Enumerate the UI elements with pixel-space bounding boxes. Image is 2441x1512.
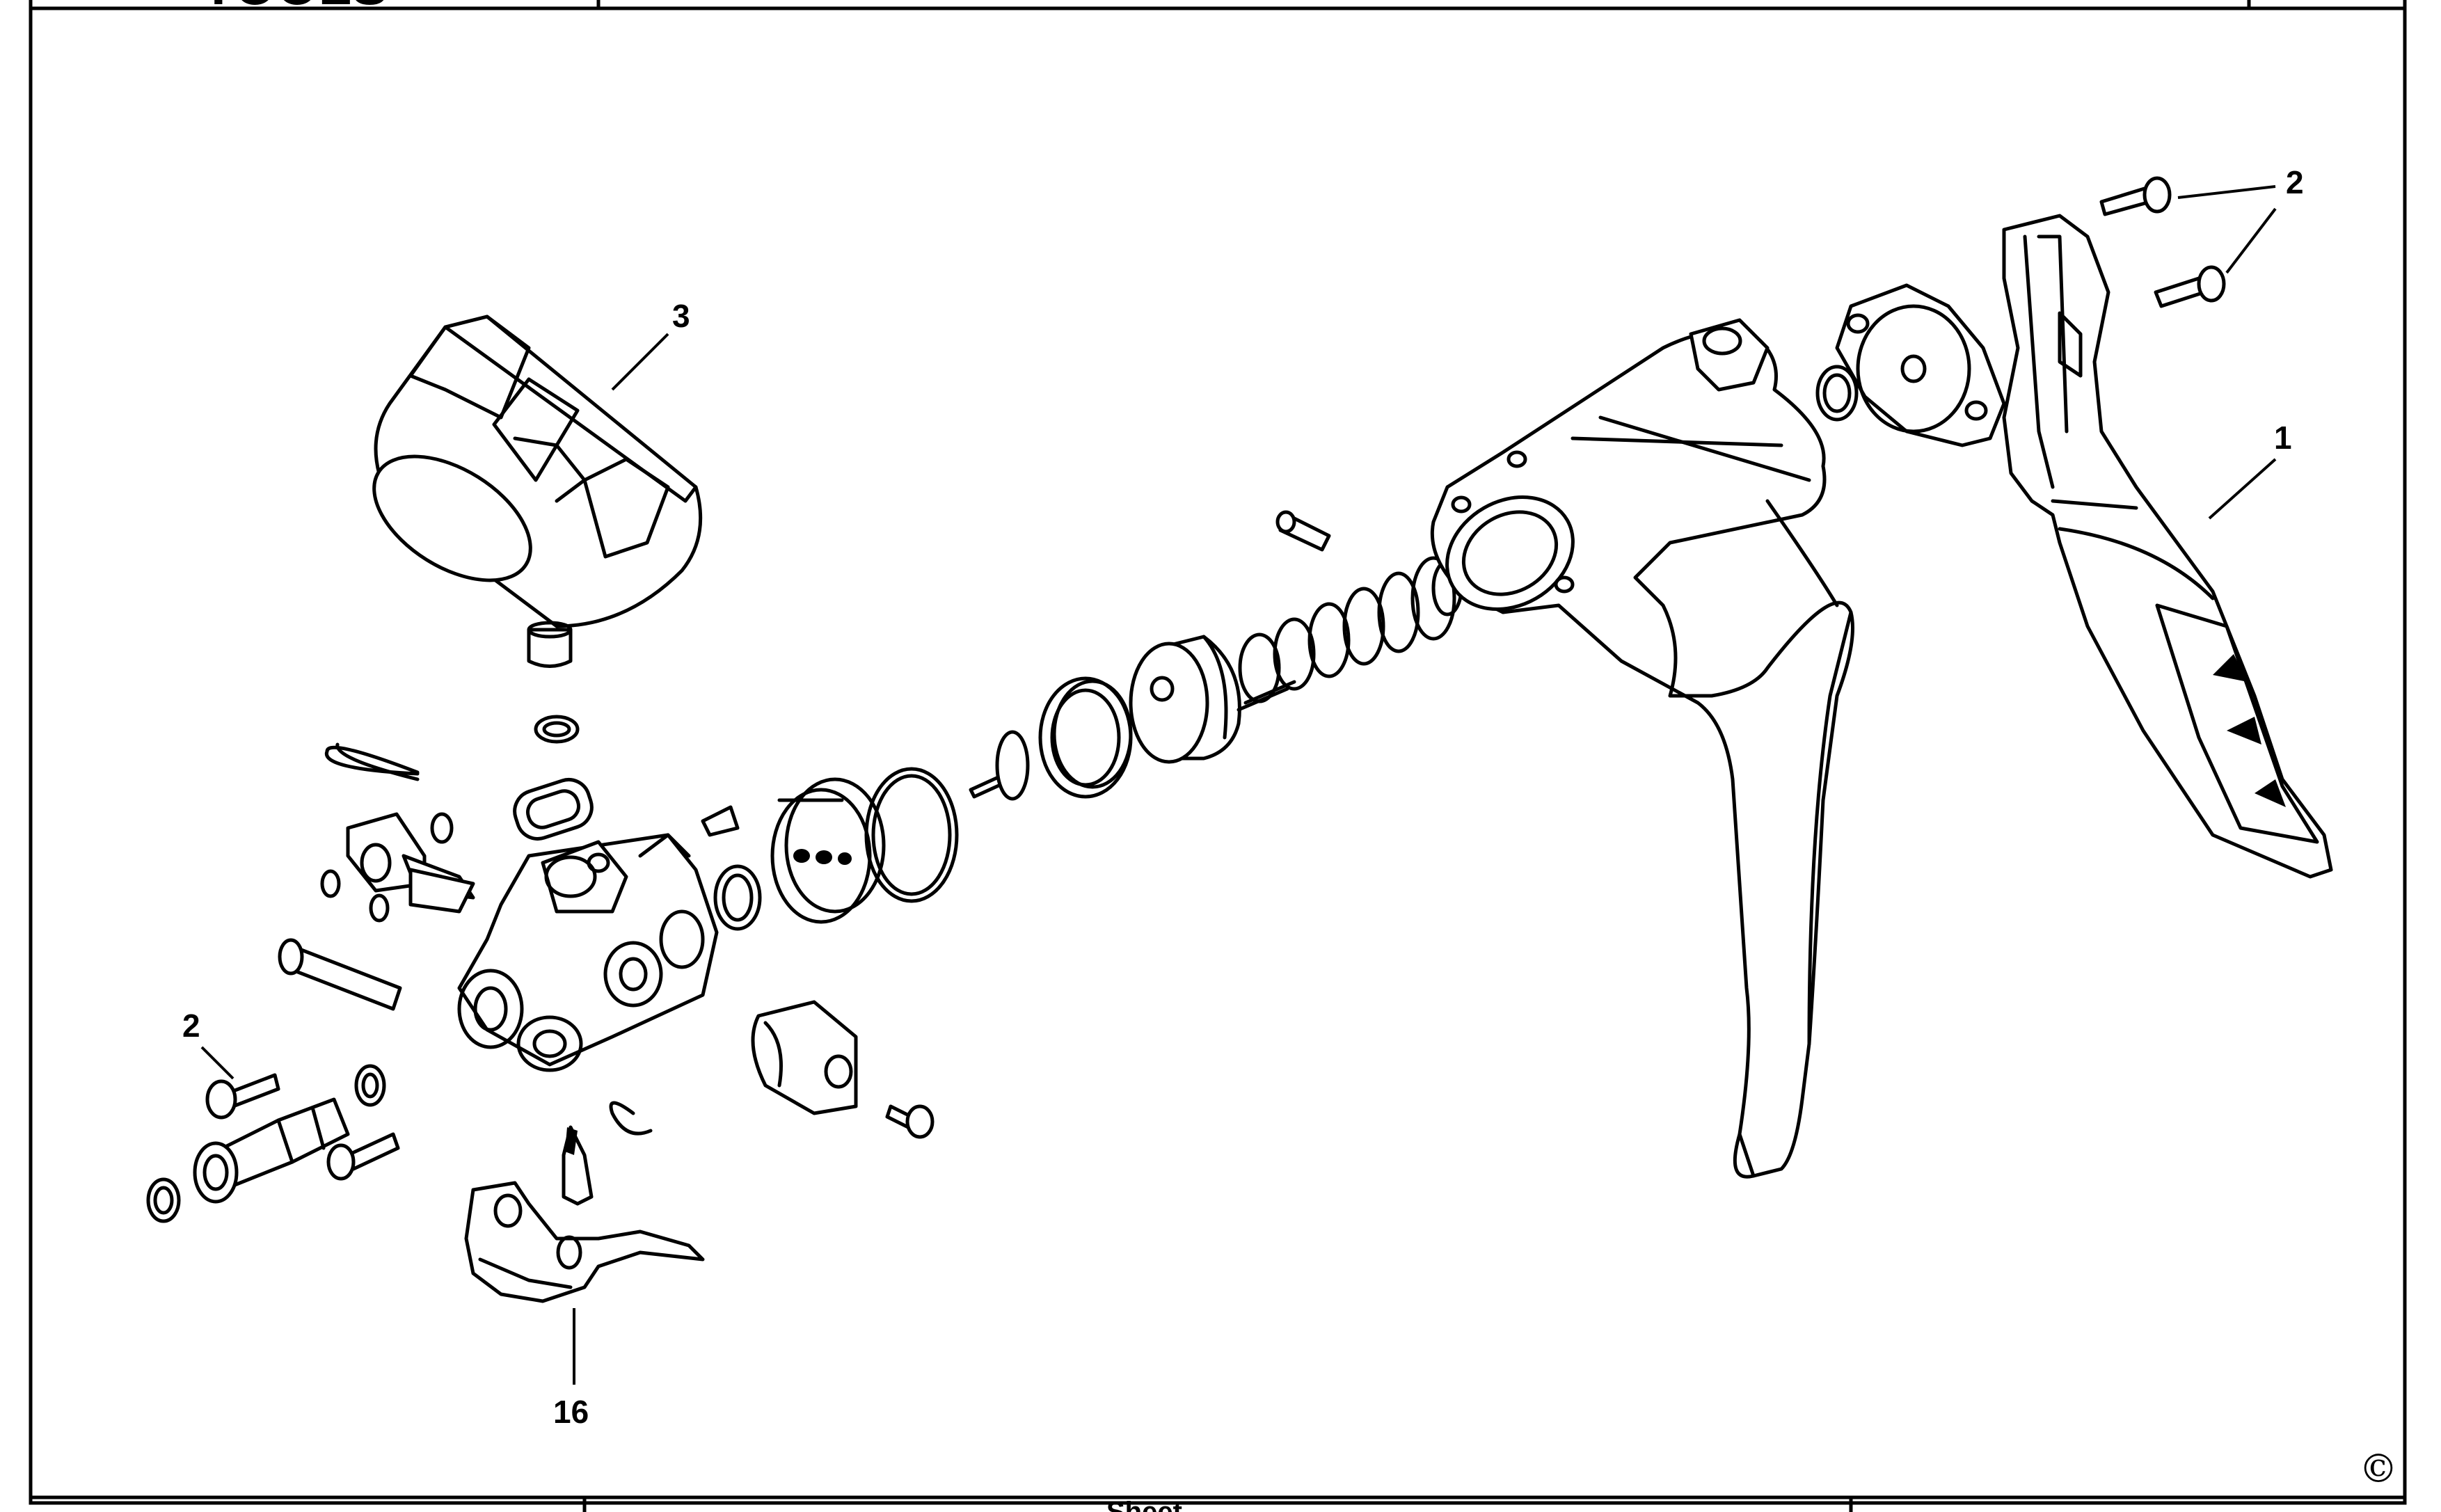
footer-sheet-text: Sheet xyxy=(1106,1497,1182,1512)
part-seal-cup xyxy=(1038,676,1133,799)
part-cam-block xyxy=(751,1000,858,1115)
callout-2-top: 2 xyxy=(2286,164,2304,200)
part-needle-pin xyxy=(969,730,1030,801)
part-screw-top-2 xyxy=(2154,265,2226,308)
part-oring-right xyxy=(1815,365,1859,422)
part-screw-lower xyxy=(326,1132,400,1181)
part-pin xyxy=(278,938,402,1011)
part-spring-clip xyxy=(324,742,420,781)
callout-2-left: 2 xyxy=(182,1008,200,1044)
part-spring xyxy=(1237,556,1463,712)
header-logo-text: TOOLS xyxy=(202,0,388,16)
part-small-ring-left xyxy=(713,864,762,931)
part-screw-right xyxy=(885,1104,935,1139)
callout-3: 3 xyxy=(672,298,690,334)
part-oval-gasket xyxy=(513,778,594,841)
callout-16: 16 xyxy=(553,1394,589,1430)
part-washer-left xyxy=(146,1177,181,1223)
part-lever xyxy=(464,1181,705,1303)
part-knurled-cap xyxy=(372,315,703,668)
part-swivel-fitting xyxy=(320,812,475,923)
callout-1: 1 xyxy=(2274,420,2292,456)
part-nozzle-tip xyxy=(562,1125,594,1206)
part-washer-upper xyxy=(354,1064,386,1107)
part-hose-connector xyxy=(193,1097,350,1204)
part-trigger xyxy=(2002,214,2333,879)
part-end-cap xyxy=(1835,283,2006,447)
part-handle-body xyxy=(1430,318,1854,1179)
leader-lines xyxy=(200,185,2277,1385)
drawing-frame xyxy=(29,0,2407,1512)
copyright-symbol: © xyxy=(2359,1447,2398,1492)
part-screw-top-1 xyxy=(2099,176,2172,216)
part-dowel-pin xyxy=(1275,510,1331,552)
part-piston xyxy=(1129,635,1241,764)
part-large-oring xyxy=(864,767,959,903)
part-slotted-plug xyxy=(770,777,886,924)
part-small-oring xyxy=(534,715,580,744)
part-circlip xyxy=(609,1101,653,1136)
part-valve-body xyxy=(457,805,740,1072)
part-screw-left xyxy=(205,1073,280,1120)
